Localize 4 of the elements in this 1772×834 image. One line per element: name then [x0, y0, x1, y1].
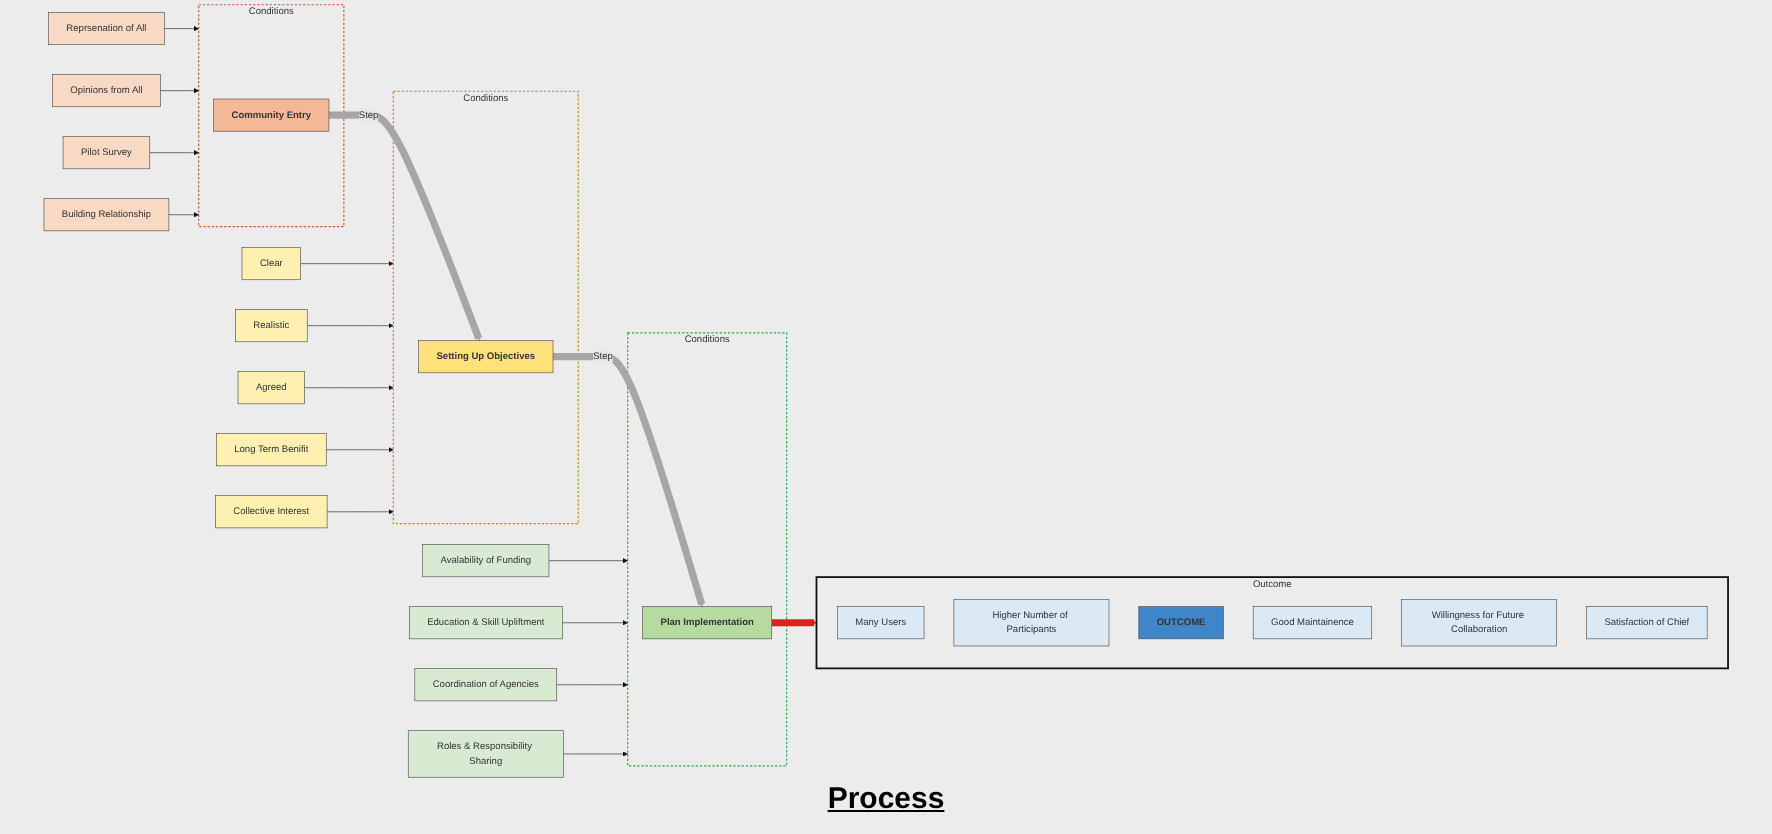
section-label: Process: [827, 782, 945, 816]
arrow: [327, 111, 483, 341]
arrow: [553, 353, 706, 607]
arrow: [770, 619, 817, 627]
